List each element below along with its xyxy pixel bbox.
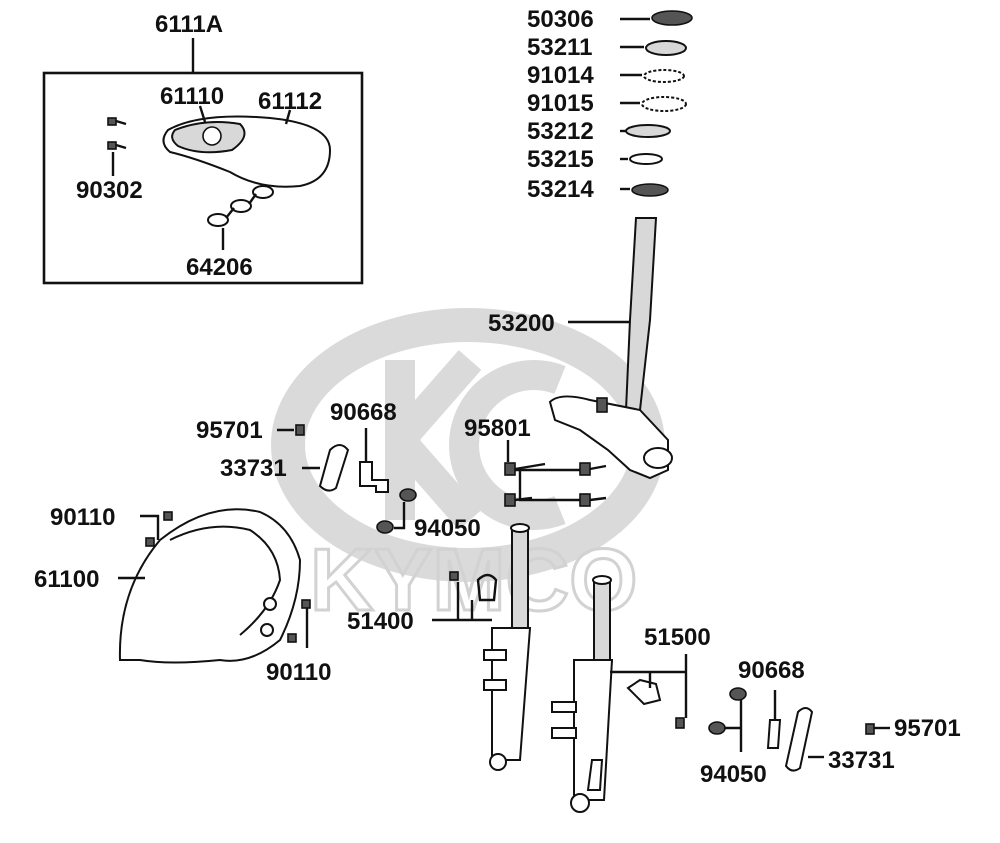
label-53211: 53211	[527, 34, 592, 61]
label-90668-left: 90668	[330, 399, 397, 426]
label-51400: 51400	[347, 608, 414, 635]
bolt-group-95801	[504, 440, 607, 507]
bracket-icon	[766, 719, 782, 749]
label-33731-left: 33731	[220, 455, 287, 482]
bracket-icon	[359, 461, 389, 493]
reflector-icon	[318, 444, 350, 492]
part-labels: 50306 53211 91014 91015 53212 53215 5321…	[34, 6, 961, 788]
label-53200: 53200	[488, 310, 555, 337]
label-61112: 61112	[258, 88, 322, 115]
label-53212: 53212	[527, 118, 594, 145]
front-fender	[118, 508, 311, 664]
label-53214: 53214	[527, 176, 594, 203]
fork-leg-left	[432, 523, 532, 771]
label-95701-left: 95701	[196, 417, 263, 444]
label-91015: 91015	[527, 90, 594, 117]
label-95701-right: 95701	[894, 715, 961, 742]
label-51500: 51500	[644, 624, 711, 651]
fork-leg-right	[551, 575, 688, 813]
steering-head-stack	[620, 10, 693, 197]
bearing-icon	[641, 96, 687, 112]
label-90110-upper: 90110	[50, 504, 115, 531]
right-small-parts	[708, 687, 890, 772]
label-95801: 95801	[464, 415, 531, 442]
bearing-icon	[643, 69, 685, 83]
screw-icon	[107, 117, 127, 150]
kit-box-6111a: 6111A 61110 61112 90302 64206	[42, 11, 364, 285]
label-61100: 61100	[34, 566, 99, 593]
left-small-parts	[277, 424, 417, 534]
race-icon	[625, 124, 671, 138]
label-90302: 90302	[76, 177, 143, 204]
steering-stem	[548, 217, 673, 480]
label-94050-left: 94050	[414, 515, 481, 542]
label-90110-lower: 90110	[266, 659, 331, 686]
seal-icon	[631, 183, 669, 197]
label-61110: 61110	[160, 83, 224, 110]
gasket-icon	[207, 185, 274, 227]
top-nut-icon	[651, 10, 693, 26]
label-90668-right: 90668	[738, 657, 805, 684]
reflector-icon	[784, 707, 814, 772]
label-64206: 64206	[186, 254, 253, 281]
label-50306: 50306	[527, 6, 594, 33]
lock-nut-icon	[645, 40, 687, 56]
label-53215: 53215	[527, 146, 594, 173]
label-33731-right: 33731	[828, 747, 895, 774]
o-ring-icon	[629, 153, 663, 165]
label-91014: 91014	[527, 62, 594, 89]
label-94050-right: 94050	[700, 761, 767, 788]
label-kit-title: 6111A	[155, 11, 223, 38]
watermark-brand-text: KYMCO	[310, 530, 638, 629]
